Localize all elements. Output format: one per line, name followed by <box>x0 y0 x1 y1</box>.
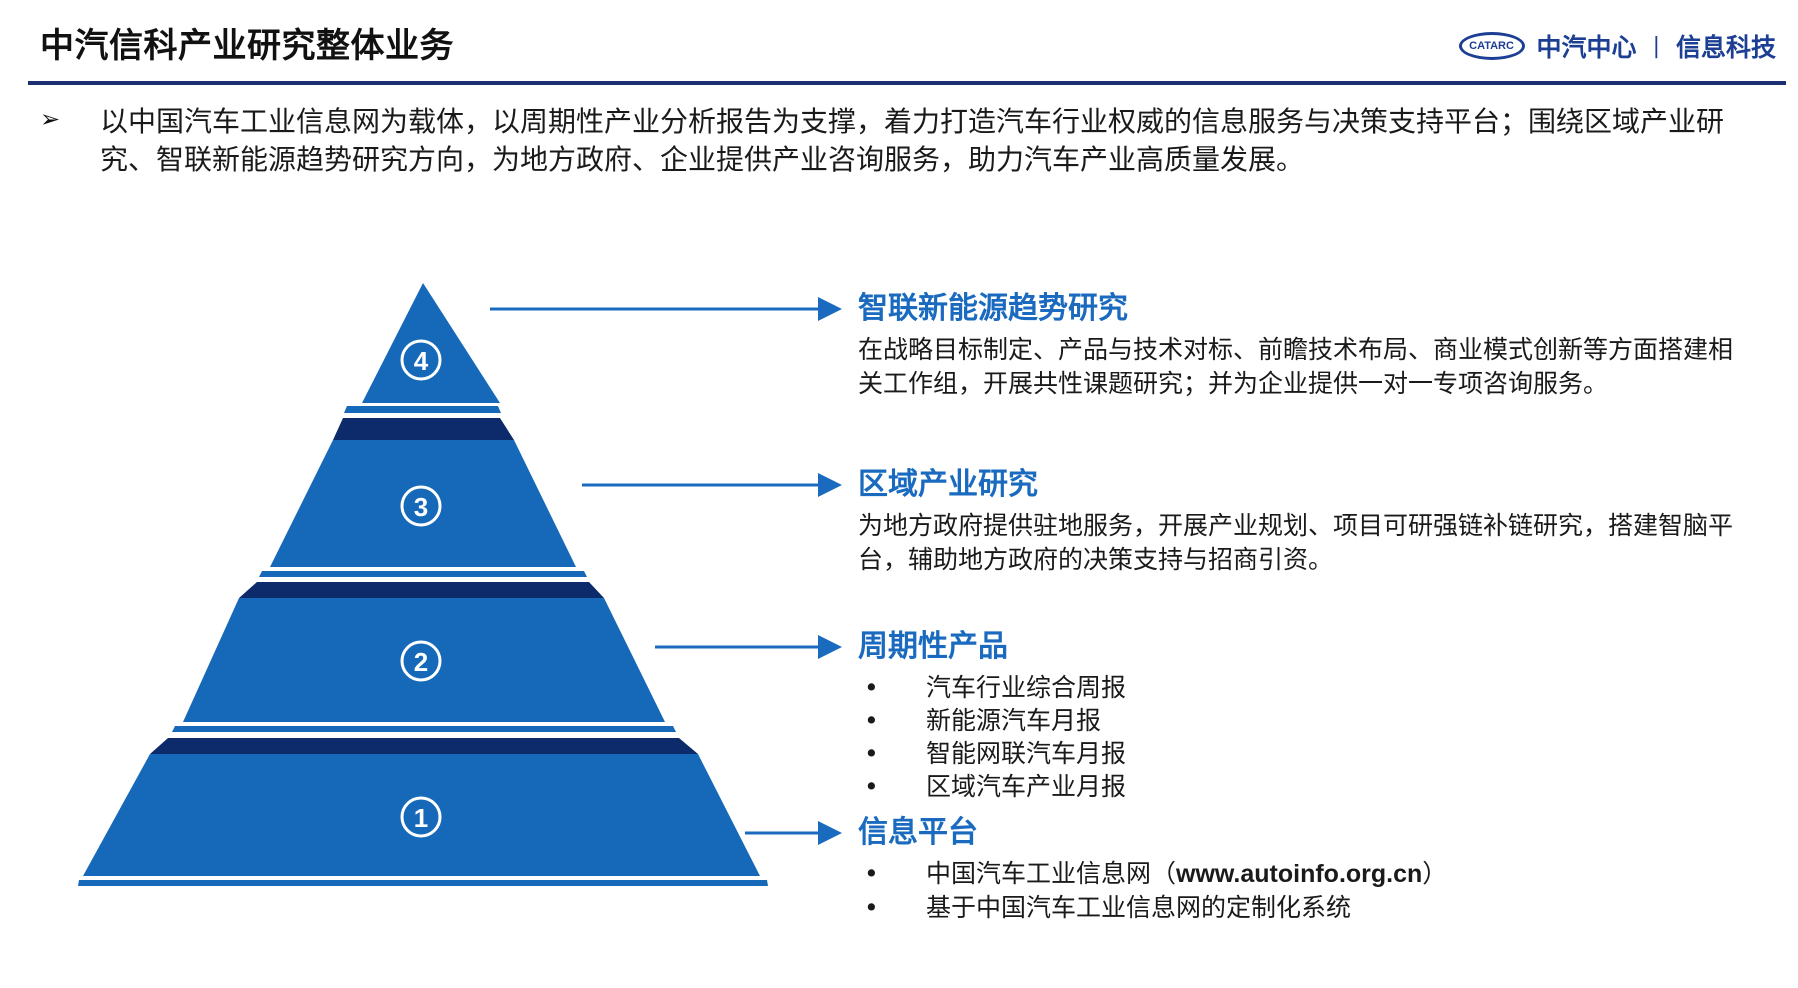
level-2-badge: 2 <box>400 640 442 682</box>
page-title: 中汽信科产业研究整体业务 <box>40 26 454 66</box>
section-3-desc: 为地方政府提供驻地服务，开展产业规划、项目可研强链补链研究，搭建智脑平台，辅助地… <box>858 511 1734 574</box>
section-4-heading: 智联新能源趋势研究 <box>858 291 1128 326</box>
section-2: 周期性产品 •汽车行业综合周报 •新能源汽车月报 •智能网联汽车月报 •区域汽车… <box>858 627 1126 803</box>
section-1-heading: 信息平台 <box>858 815 978 850</box>
list-item: •新能源汽车月报 <box>858 704 1126 737</box>
level-2-number: 2 <box>414 647 428 677</box>
bullet-icon: • <box>864 893 879 922</box>
bullet-icon: • <box>864 772 879 801</box>
list-item: •区域汽车产业月报 <box>858 770 1126 803</box>
website-link[interactable]: www.autoinfo.org.cn <box>1176 860 1423 888</box>
arrow-to-section-1 <box>745 821 842 845</box>
section-4-desc: 在战略目标制定、产品与技术对标、前瞻技术布局、商业模式创新等方面搭建相关工作组，… <box>858 335 1734 398</box>
level-3-badge: 3 <box>400 485 442 527</box>
bullet-icon: • <box>864 739 879 768</box>
arrow-bullet-icon: ➢ <box>40 105 61 133</box>
bullet-icon: • <box>864 706 879 735</box>
logo: CATARC 中汽中心 | 信息科技 <box>1458 28 1776 64</box>
list-item: •基于中国汽车工业信息网的定制化系统 <box>858 891 1447 924</box>
section-1: 信息平台 • 中国汽车工业信息网（www.autoinfo.org.cn） •基… <box>858 813 1447 924</box>
section-4: 智联新能源趋势研究 在战略目标制定、产品与技术对标、前瞻技术布局、商业模式创新等… <box>858 289 1748 401</box>
level-3-number: 3 <box>414 492 428 522</box>
header-rule <box>28 81 1786 85</box>
arrow-to-section-4 <box>490 297 842 321</box>
section-1-list: • 中国汽车工业信息网（www.autoinfo.org.cn） •基于中国汽车… <box>858 857 1447 924</box>
logo-dept: 信息科技 <box>1675 33 1776 62</box>
arrow-to-section-2 <box>655 635 842 659</box>
bullet-icon: • <box>864 859 879 888</box>
list-item: •汽车行业综合周报 <box>858 671 1126 704</box>
logo-org: 中汽中心 <box>1536 33 1637 62</box>
logo-divider: | <box>1652 33 1660 59</box>
level-1-badge: 1 <box>400 796 442 838</box>
arrow-to-section-3 <box>582 473 842 497</box>
section-2-heading: 周期性产品 <box>858 629 1008 664</box>
intro-text: 以中国汽车工业信息网为载体，以周期性产业分析报告为支撑，着力打造汽车行业权威的信… <box>100 105 1725 176</box>
intro-paragraph: ➢ 以中国汽车工业信息网为载体，以周期性产业分析报告为支撑，着力打造汽车行业权威… <box>40 103 1760 179</box>
catarc-logo-icon: CATARC <box>1458 32 1525 60</box>
level-4-badge: 4 <box>400 339 442 381</box>
pyramid-level-2 <box>150 598 698 754</box>
section-3: 区域产业研究 为地方政府提供驻地服务，开展产业规划、项目可研强链补链研究，搭建智… <box>858 465 1748 577</box>
list-item: •智能网联汽车月报 <box>858 737 1126 770</box>
level-4-number: 4 <box>414 346 429 376</box>
level-1-number: 1 <box>414 803 428 833</box>
list-item: • 中国汽车工业信息网（www.autoinfo.org.cn） <box>858 857 1447 891</box>
pyramid-level-3 <box>239 440 604 598</box>
section-3-heading: 区域产业研究 <box>858 467 1038 502</box>
pyramid-level-1 <box>78 754 768 886</box>
section-2-list: •汽车行业综合周报 •新能源汽车月报 •智能网联汽车月报 •区域汽车产业月报 <box>858 671 1126 803</box>
bullet-icon: • <box>864 673 879 702</box>
